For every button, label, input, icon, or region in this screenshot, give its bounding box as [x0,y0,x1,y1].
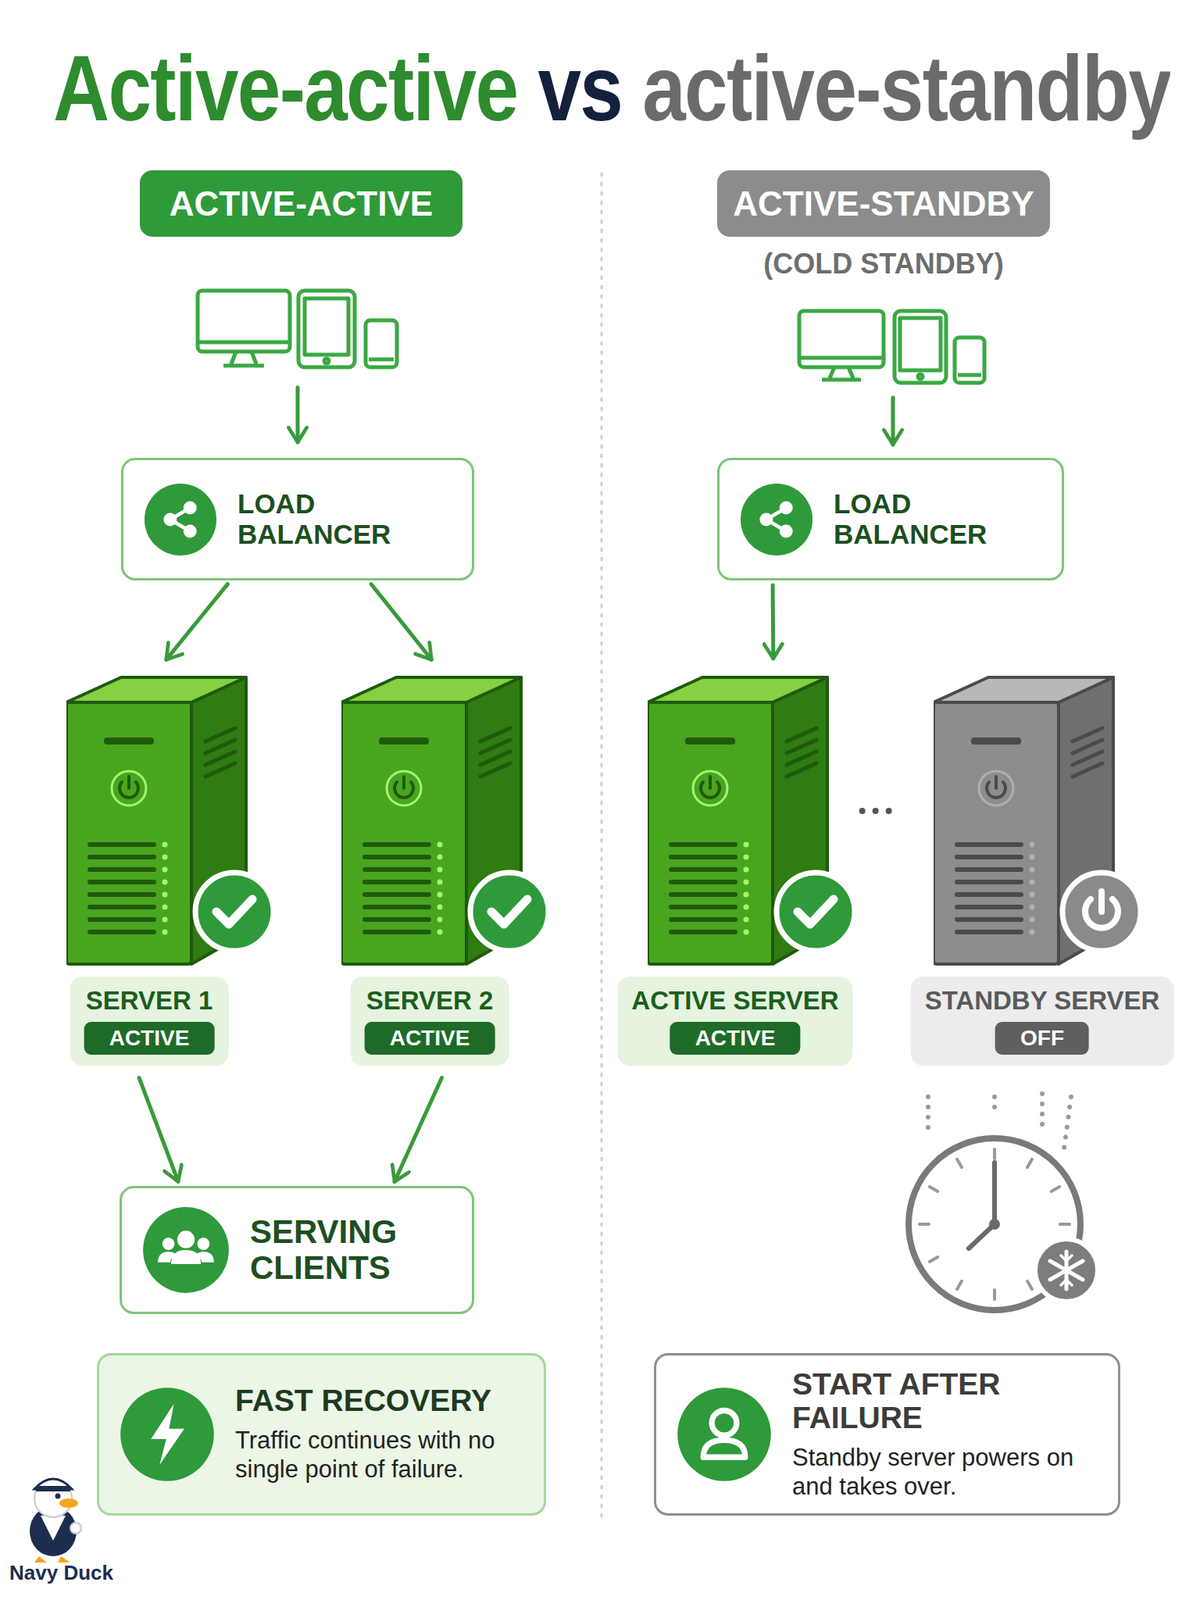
server-name: SERVER 1 [85,985,214,1016]
box-title: LOAD BALANCER [237,489,452,550]
server-illustration [647,663,875,970]
flow-arrow [371,584,432,661]
flow-arrow [771,585,776,659]
status-badge: ACTIVE [670,1021,801,1055]
section-header: ACTIVE-ACTIVE [139,170,463,237]
header-note: (COLD STANDBY) [763,247,1004,281]
duck-mascot [29,1478,82,1563]
status-badge: ACTIVE [364,1021,496,1055]
person-icon [676,1386,772,1483]
bolt-icon [119,1386,215,1483]
server-node: SERVER 1 ACTIVE [32,663,267,1074]
server-illustration [341,663,568,970]
clock-icon [908,1138,1098,1311]
divider [600,173,604,1521]
header-label: ACTIVE-STANDBY [717,184,1050,224]
box-body: Standby server powers on and takes over. [792,1442,1098,1501]
server-node: STANDBY SERVER OFF [909,663,1176,1074]
flow-arrow [296,387,300,443]
info-box: LOAD BALANCER [717,457,1065,581]
share-icon [739,482,814,557]
server-name: STANDBY SERVER [925,985,1161,1016]
page-title: Active-active vs active-standby [53,35,1171,143]
info-box: START AFTER FAILURE Standby server powers… [653,1353,1121,1516]
client-devices [197,290,397,368]
flow-arrow [166,584,229,661]
box-body: Traffic continues with no single point o… [235,1425,524,1484]
status-badge: ACTIVE [84,1021,215,1055]
box-title: FAST RECOVERY [235,1384,524,1418]
server-illustration [66,663,293,970]
people-icon [142,1206,230,1294]
server-name: SERVER 2 [366,985,494,1016]
flow-arrow [394,1077,442,1182]
watermark: Navy Duck [9,1560,114,1586]
flow-arrow [891,397,896,445]
client-devices [799,310,985,383]
share-icon [143,482,218,557]
standby-link [862,807,902,815]
info-box: FAST RECOVERY Traffic continues with no s… [96,1353,547,1516]
section-header: ACTIVE-STANDBY(COLD STANDBY) [717,170,1050,237]
box-title: SERVING CLIENTS [250,1214,452,1286]
server-node: ACTIVE SERVER ACTIVE [615,663,854,1074]
box-title: START AFTER FAILURE [792,1367,1098,1436]
info-box: SERVING CLIENTS [119,1185,475,1315]
server-name: ACTIVE SERVER [631,985,839,1016]
flow-arrow [139,1078,179,1183]
info-box: LOAD BALANCER [121,457,475,581]
server-illustration [933,663,1161,970]
box-title: LOAD BALANCER [833,489,1042,550]
server-node: SERVER 2 ACTIVE [312,663,547,1074]
status-badge: OFF [995,1021,1090,1055]
header-label: ACTIVE-ACTIVE [153,184,449,224]
